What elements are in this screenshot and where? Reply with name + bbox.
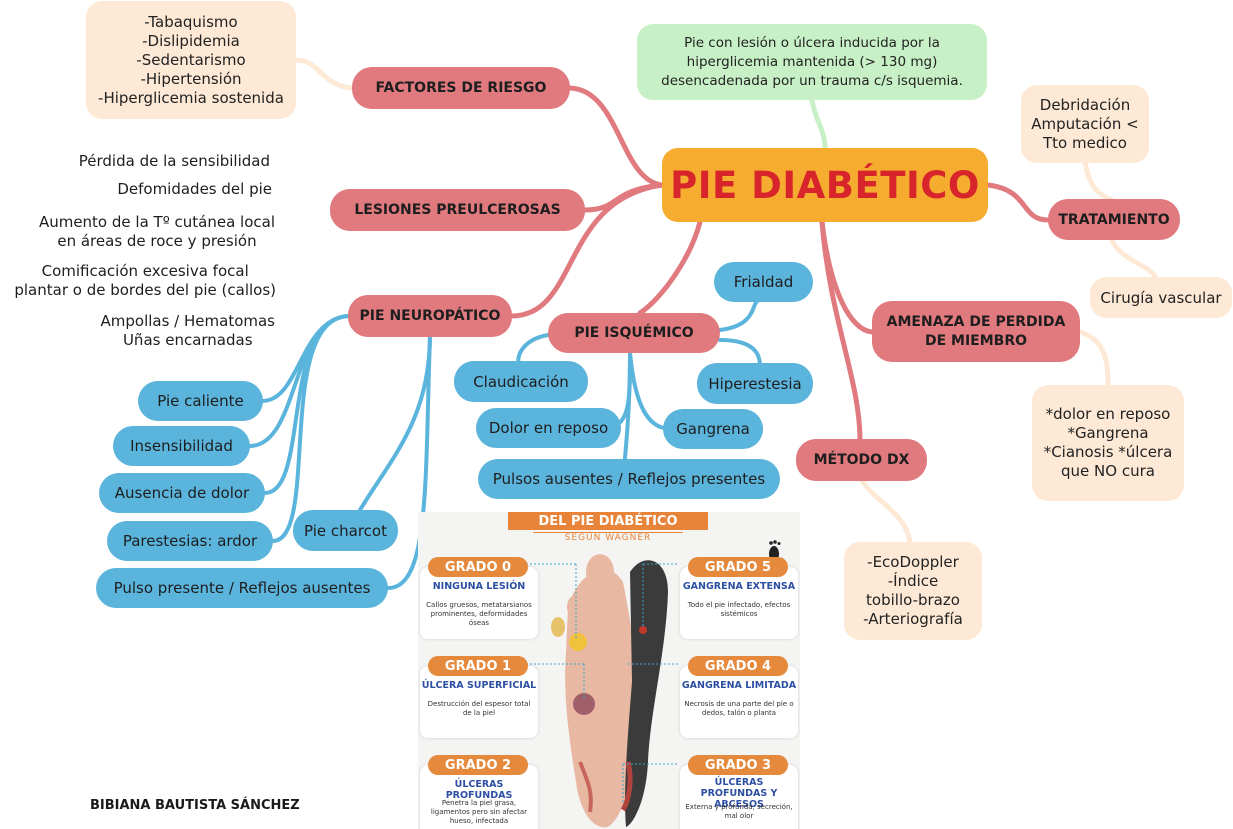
- risk-item: -Dislipidemia: [142, 31, 240, 50]
- definition-line: desencadenada por un trauma c/s isquemia…: [661, 72, 963, 89]
- wagner-classification: DEL PIE DIABÉTICO SEGÚN WAGNER GRADO 0 N…: [418, 512, 800, 829]
- neuro-item: Ausencia de dolor: [99, 473, 265, 513]
- author-credit: BIBIANA BAUTISTA SÁNCHEZ: [90, 798, 300, 813]
- neuro-item: Pulso presente / Reflejos ausentes: [96, 568, 388, 608]
- neuropathic-node: PIE NEUROPÁTICO: [348, 295, 512, 337]
- neuropathic-label: PIE NEUROPÁTICO: [359, 308, 501, 324]
- central-topic: PIE DIABÉTICO: [662, 148, 988, 222]
- ischemic-item: Claudicación: [454, 361, 588, 402]
- treatment-node: TRATAMIENTO: [1048, 199, 1180, 240]
- preulcerous-node: LESIONES PREULCEROSAS: [330, 189, 585, 231]
- diagnosis-node: MÉTODO DX: [796, 439, 927, 481]
- definition-line: Pie con lesión o úlcera inducida por la: [684, 34, 940, 51]
- ischemic-item: Gangrena: [663, 409, 763, 449]
- risk-item: -Hipertensión: [140, 69, 242, 88]
- preulcerous-label: LESIONES PREULCEROSAS: [354, 202, 561, 218]
- wagner-grade-card: GRADO 5 GANGRENA EXTENSA Todo el pie inf…: [680, 557, 798, 639]
- diagnosis-label: MÉTODO DX: [813, 452, 910, 468]
- central-title: PIE DIABÉTICO: [670, 163, 980, 207]
- wagner-grade-card: GRADO 3 ÚLCERAS PROFUNDAS Y ABCESOS Exte…: [680, 755, 798, 829]
- risk-factors-list: -Tabaquismo -Dislipidemia -Sedentarismo …: [86, 1, 296, 119]
- neuro-item: Pie caliente: [138, 381, 263, 421]
- wagner-grade-card: GRADO 4 GANGRENA LIMITADA Necrosis de un…: [680, 656, 798, 738]
- limb-threat-node: AMENAZA DE PERDIDA DE MIEMBRO: [872, 301, 1080, 362]
- risk-factors-node: FACTORES DE RIESGO: [352, 67, 570, 109]
- ischemic-item: Frialdad: [714, 262, 813, 302]
- risk-item: -Tabaquismo: [144, 12, 238, 31]
- ischemic-label: PIE ISQUÉMICO: [574, 325, 694, 341]
- ischemic-item: Hiperestesia: [697, 363, 813, 404]
- wagner-title: DEL PIE DIABÉTICO: [508, 512, 708, 530]
- foot-illustration: [526, 540, 781, 828]
- ischemic-item: Dolor en reposo: [476, 408, 621, 448]
- treatment-label: TRATAMIENTO: [1058, 211, 1170, 228]
- wagner-grade-card: GRADO 0 NINGUNA LESIÓN Callos gruesos, m…: [420, 557, 538, 639]
- ischemic-item: Pulsos ausentes / Reflejos presentes: [478, 459, 780, 499]
- neuro-item: Parestesias: ardor: [107, 521, 273, 561]
- wagner-subtitle: SEGÚN WAGNER: [533, 532, 683, 543]
- wagner-grade-card: GRADO 1 ÚLCERA SUPERFICIAL Destrucción d…: [420, 656, 538, 738]
- treatment-surgery: Cirugía vascular: [1090, 277, 1232, 318]
- risk-item: -Sedentarismo: [136, 50, 246, 69]
- diagnosis-methods: -EcoDoppler -Índice tobillo-brazo -Arter…: [844, 542, 982, 640]
- definition-line: hiperglicemia mantenida (> 130 mg): [686, 53, 938, 70]
- risk-factors-label: FACTORES DE RIESGO: [375, 80, 547, 96]
- preulcerous-item: Defomidades del pie: [117, 180, 272, 198]
- charcot-item: Pie charcot: [293, 510, 398, 551]
- ischemic-node: PIE ISQUÉMICO: [548, 313, 720, 353]
- neuro-item: Insensibilidad: [113, 426, 250, 466]
- definition-note: Pie con lesión o úlcera inducida por la …: [637, 24, 987, 100]
- risk-item: -Hiperglicemia sostenida: [98, 88, 284, 107]
- limb-threat-signs: *dolor en reposo *Gangrena *Cianosis *úl…: [1032, 385, 1184, 501]
- wagner-grade-card: GRADO 2 ÚLCERAS PROFUNDAS Penetra la pie…: [420, 755, 538, 829]
- preulcerous-item: Pérdida de la sensibilidad: [78, 152, 270, 170]
- treatment-options: Debridación Amputación < Tto medico: [1021, 85, 1149, 163]
